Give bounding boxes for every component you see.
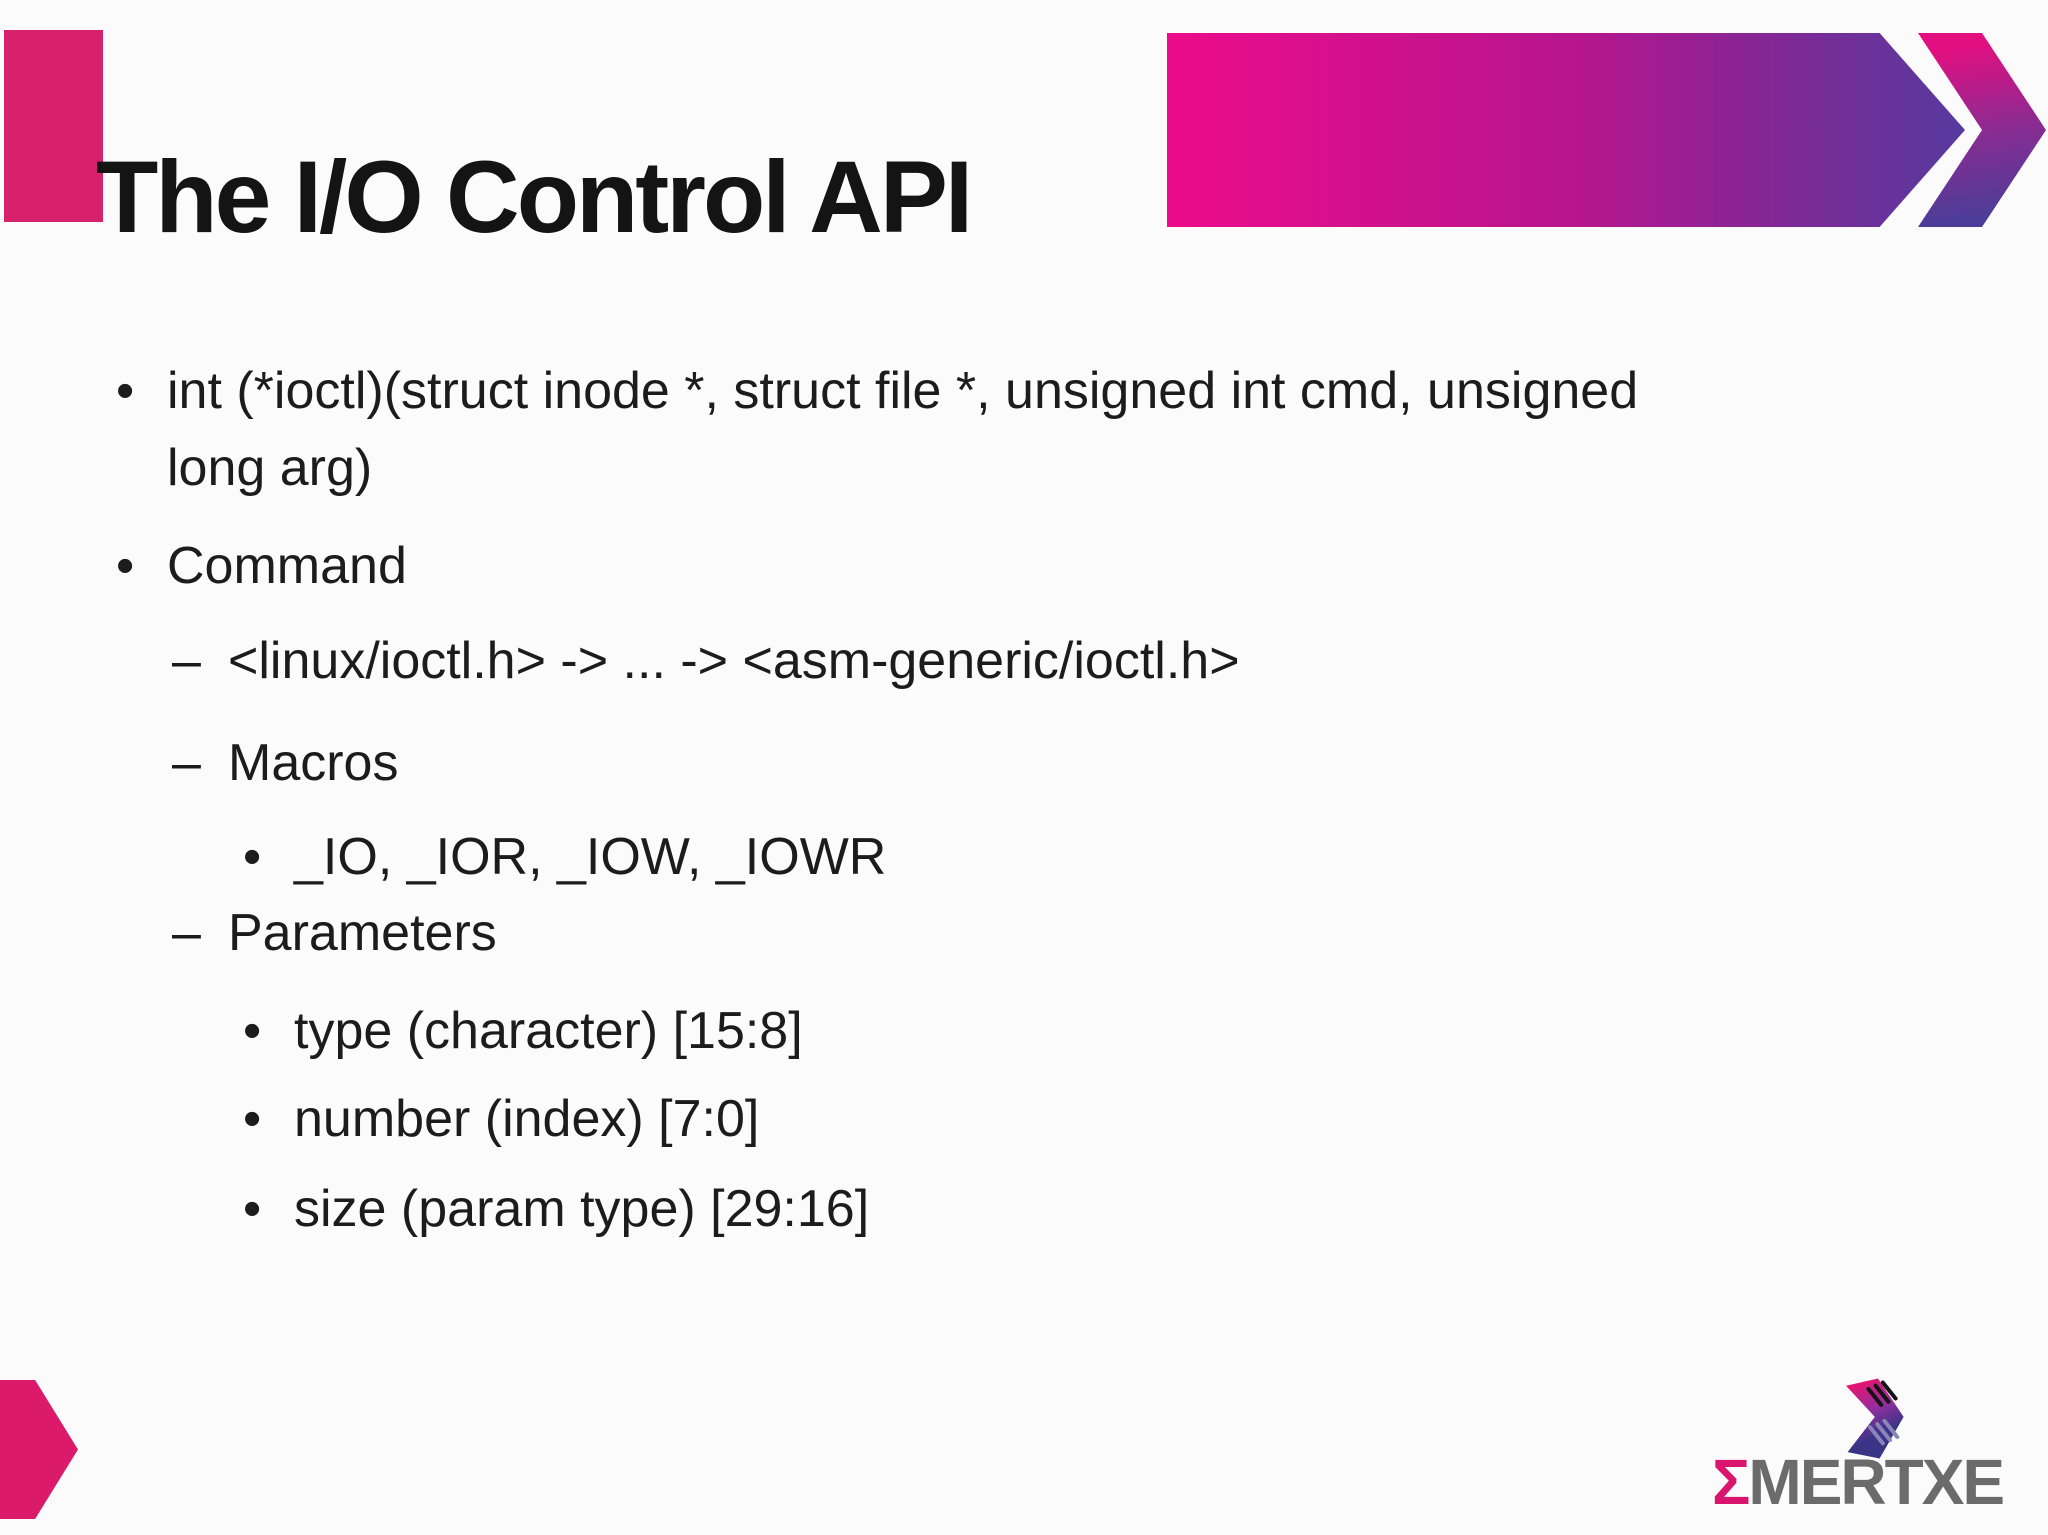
bullet-item-size-param: • size (param type) [29:16]	[243, 1171, 869, 1248]
bullet-text: size (param type) [29:16]	[294, 1180, 870, 1238]
page-title: The I/O Control API	[96, 140, 973, 255]
bullet-dot: •	[243, 828, 262, 886]
emertxe-logo: ΣMERTXE	[1712, 1368, 2042, 1518]
bullet-dash: –	[172, 904, 201, 962]
bullet-dash: –	[172, 734, 201, 792]
bullet-dot: •	[116, 362, 135, 420]
bullet-item-command: • Command	[116, 528, 407, 605]
bullet-text: Command	[167, 537, 407, 595]
bullet-item-type-param: • type (character) [15:8]	[243, 993, 803, 1070]
bullet-text: <linux/ioctl.h> -> ... -> <asm-generic/i…	[228, 632, 1240, 690]
bullet-dot: •	[243, 1090, 262, 1148]
bullet-item-ioctl-signature: • int (*ioctl)(struct inode *, struct fi…	[116, 353, 1638, 507]
bullet-text: Parameters	[228, 904, 497, 962]
footer-accent-arrow	[0, 1380, 78, 1519]
logo-sigma-glyph: Σ	[1712, 1446, 1750, 1518]
bullet-text: Macros	[228, 734, 399, 792]
bullet-item-ioctl-headers: – <linux/ioctl.h> -> ... -> <asm-generic…	[172, 623, 1240, 700]
emertxe-logo-text: ΣMERTXE	[1712, 1450, 2005, 1514]
bullet-text: number (index) [7:0]	[294, 1090, 760, 1148]
header-banner-arrow	[1167, 33, 1965, 227]
bullet-text: type (character) [15:8]	[294, 1002, 803, 1060]
bullet-item-macros: – Macros	[172, 725, 398, 802]
title-accent-bar	[4, 30, 103, 222]
bullet-item-parameters: – Parameters	[172, 895, 497, 972]
bullet-text: int (*ioctl)(struct inode *, struct file…	[167, 362, 1639, 497]
bullet-dot: •	[116, 537, 135, 595]
bullet-item-io-macros: • _IO, _IOR, _IOW, _IOWR	[243, 819, 886, 896]
logo-name: MERTXE	[1748, 1446, 2005, 1518]
bullet-dot: •	[243, 1002, 262, 1060]
bullet-text: _IO, _IOR, _IOW, _IOWR	[294, 828, 887, 886]
emertxe-chevron-icon	[1846, 1378, 1904, 1459]
bullet-dot: •	[243, 1180, 262, 1238]
bullet-dash: –	[172, 632, 201, 690]
bullet-item-number-param: • number (index) [7:0]	[243, 1081, 759, 1158]
